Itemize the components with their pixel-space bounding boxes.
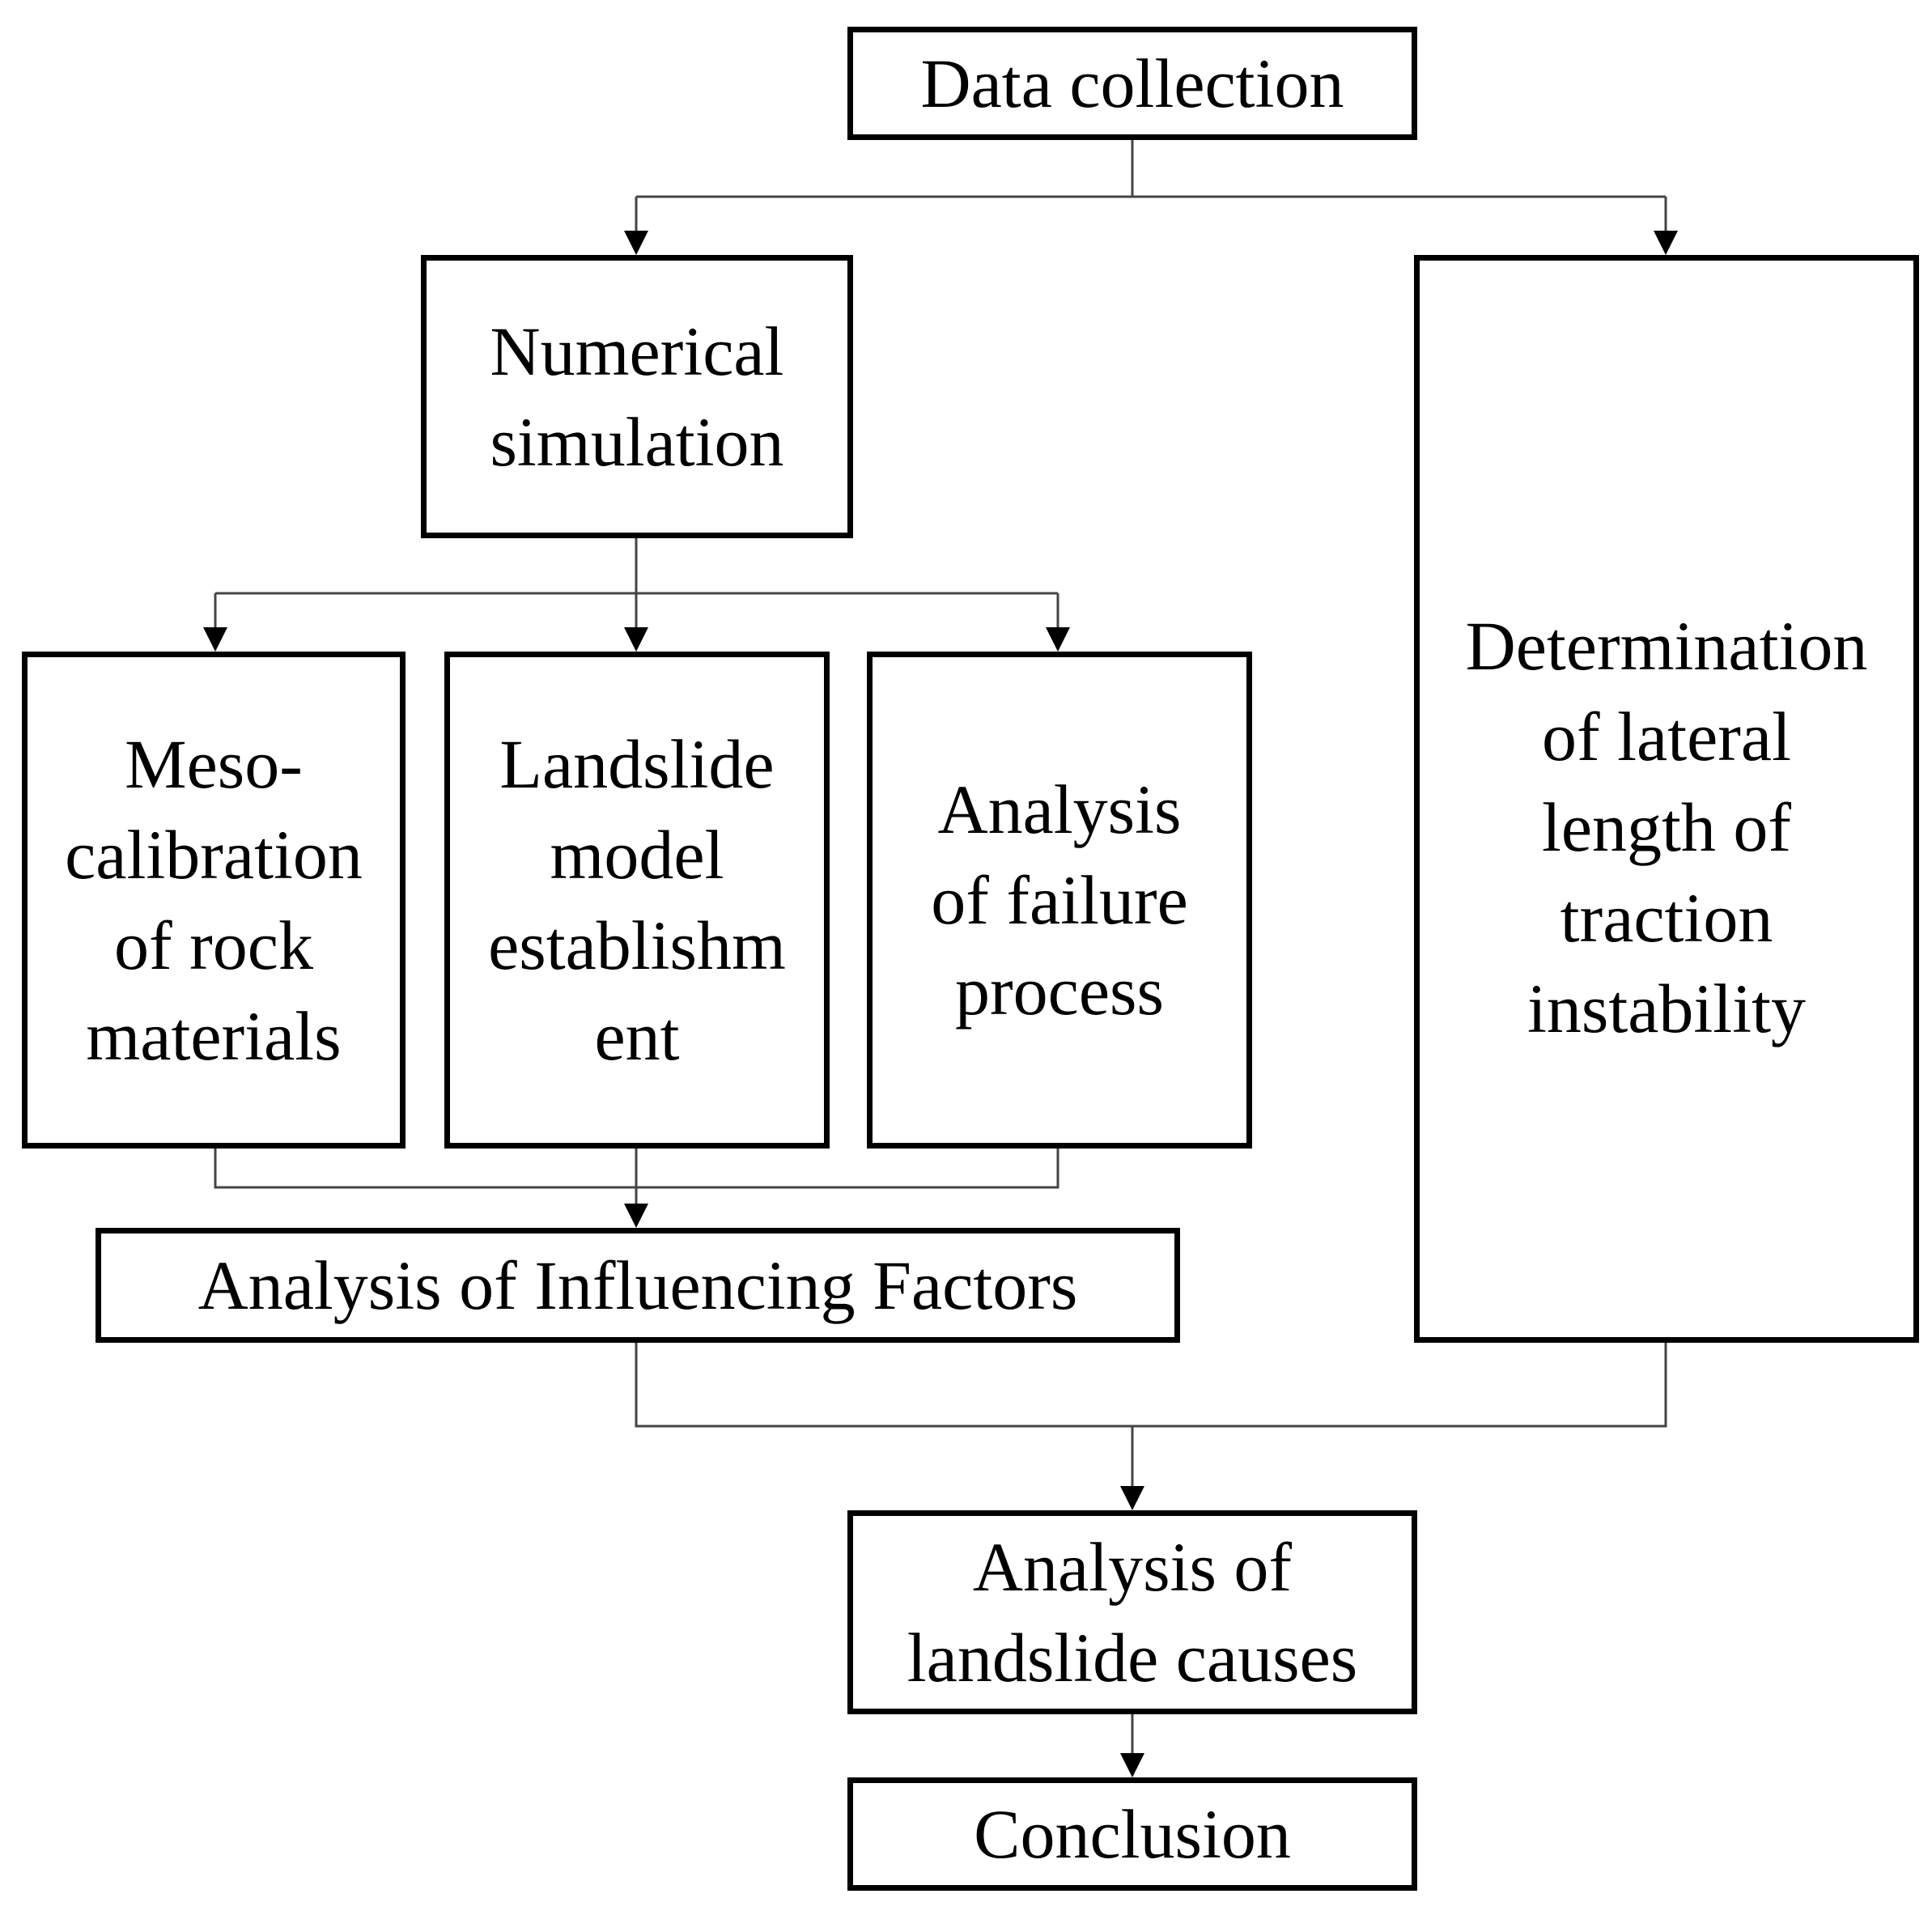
- failure-process-box: Analysis of failure process: [867, 652, 1252, 1149]
- influencing-factors-box: Analysis of Influencing Factors: [96, 1228, 1180, 1343]
- influencing-factors-label: Analysis of Influencing Factors: [197, 1246, 1078, 1324]
- landslide-model-box: Landslide model establishm ent: [444, 652, 830, 1149]
- landslide-causes-label: Analysis of landslide causes: [907, 1528, 1358, 1696]
- data-collection-label: Data collection: [920, 45, 1344, 122]
- conclusion-box: Conclusion: [847, 1777, 1417, 1891]
- meso-calibration-label: Meso- calibration of rock materials: [65, 725, 363, 1075]
- numerical-simulation-label: Numerical simulation: [490, 312, 784, 481]
- conclusion-label: Conclusion: [974, 1795, 1291, 1873]
- failure-process-label: Analysis of failure process: [931, 771, 1188, 1030]
- landslide-model-label: Landslide model establishm ent: [488, 725, 786, 1075]
- meso-calibration-box: Meso- calibration of rock materials: [22, 652, 406, 1149]
- data-collection-box: Data collection: [847, 27, 1417, 140]
- lateral-length-label: Determination of lateral length of tract…: [1465, 607, 1868, 1047]
- landslide-causes-box: Analysis of landslide causes: [847, 1510, 1417, 1714]
- edge-merge-to-causes: [635, 1343, 1667, 1428]
- lateral-length-box: Determination of lateral length of tract…: [1414, 255, 1919, 1343]
- numerical-simulation-box: Numerical simulation: [421, 255, 853, 538]
